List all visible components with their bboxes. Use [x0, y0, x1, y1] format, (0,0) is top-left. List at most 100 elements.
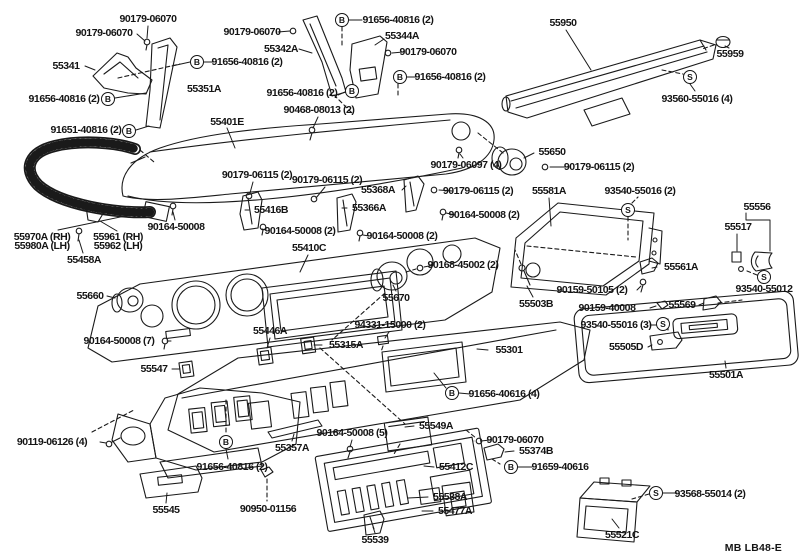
- part-label: 90164-50008: [147, 221, 205, 233]
- part-label: 55539: [361, 534, 389, 546]
- defroster-duct-55950-drawing: [501, 39, 717, 127]
- bracket-55351A-drawing: [145, 37, 178, 129]
- part-label: 55561A: [663, 261, 699, 273]
- cluster-bezel-drawing: [87, 237, 501, 363]
- part-label: 55342A: [263, 43, 299, 55]
- part-label: 93540-55016 (2): [604, 185, 676, 197]
- part-label: 90179-06070: [119, 13, 177, 25]
- part-label: 55970A (RH): [13, 231, 71, 243]
- bracket-55416B-drawing: [239, 191, 267, 236]
- part-label: 55366A: [351, 202, 387, 214]
- clip-55477A-drawing: [441, 481, 475, 517]
- assembly-dash: [393, 443, 401, 455]
- part-label: 55301: [495, 344, 523, 356]
- part-label: 55517: [724, 221, 752, 233]
- leader-lines: [57, 19, 771, 534]
- heater-knob-55650-drawing: [455, 146, 549, 176]
- assembly-dash: [746, 270, 758, 276]
- screw-fastener-badge: S: [757, 270, 771, 284]
- part-label: 90179-06115 (2): [563, 161, 635, 173]
- bracket-55366A-drawing: [310, 193, 364, 242]
- assembly-dash: [319, 347, 406, 425]
- part-label: 91656-40816 (2): [211, 56, 283, 68]
- part-label: 55670: [382, 292, 410, 304]
- screw-fastener-badge: S: [683, 70, 697, 84]
- screw-fastener-badge: S: [656, 317, 670, 331]
- part-label: 90179-06070: [486, 434, 544, 446]
- part-label: 91656-40816 (2): [28, 93, 100, 105]
- knob-55660-drawing: [111, 287, 144, 313]
- bolt-fastener-badge: B: [335, 13, 349, 27]
- assembly-dash: [631, 493, 650, 500]
- part-label: 90164-50008 (2): [448, 209, 520, 221]
- glovebox-door-55501A-drawing: [573, 290, 799, 384]
- bolt-fastener-badge: B: [190, 55, 204, 69]
- part-label: 55950: [549, 17, 577, 29]
- part-label: 91656-40616 (4): [468, 388, 540, 400]
- assembly-dash: [661, 69, 684, 75]
- assembly-dash: [477, 132, 504, 154]
- part-label: 55458A: [66, 254, 102, 266]
- part-label: 93540-55012: [735, 283, 793, 295]
- part-label: 90179-06070: [75, 27, 133, 39]
- part-label: 90168-45002 (2): [427, 259, 499, 271]
- part-label: 55501A: [708, 369, 744, 381]
- part-label: 90179-06097 (4): [430, 159, 502, 171]
- part-label: 55477A: [437, 505, 473, 517]
- part-label: 90179-06115 (2): [221, 169, 293, 181]
- screw-fastener-badge: S: [649, 486, 663, 500]
- part-label: 90179-06115 (2): [291, 174, 363, 186]
- screw-55503B-drawing: [514, 249, 531, 286]
- part-label: 55547: [140, 363, 168, 375]
- bracket-55344A-drawing: [349, 35, 392, 99]
- heater-control-55412C-drawing: [314, 427, 492, 532]
- part-label: 55351A: [186, 83, 222, 95]
- part-label: 93568-55014 (2): [674, 488, 746, 500]
- clip-94331-drawing: [376, 334, 390, 353]
- part-label: 90179-06070: [223, 26, 281, 38]
- bolt-fastener-badge: B: [101, 92, 115, 106]
- part-label: 55980A (LH): [14, 240, 70, 252]
- screw-90159-50105-drawing: [639, 278, 647, 293]
- part-label: 55315A: [328, 339, 364, 351]
- part-label: 91651-40816 (2): [50, 124, 122, 136]
- part-label: 55545: [152, 504, 180, 516]
- part-label: 55961 (RH): [93, 231, 143, 243]
- part-label: 55368A: [360, 184, 396, 196]
- page-code: MB LB48-E: [724, 542, 782, 554]
- part-label: 90179-06115 (2): [442, 185, 514, 197]
- knob-55670-drawing: [331, 261, 424, 341]
- clip-55517-drawing: [731, 251, 742, 263]
- part-label: 91659-40616: [531, 461, 589, 473]
- part-label: 55521C: [604, 529, 640, 541]
- part-label: 55401E: [210, 116, 244, 128]
- part-label: 55344A: [384, 30, 420, 42]
- part-label: 90164-50008 (2): [366, 230, 438, 242]
- part-label: 90164-50008 (2): [264, 225, 336, 237]
- part-label: 91656-40816 (2): [414, 71, 486, 83]
- part-label: 90468-08013 (2): [283, 104, 355, 116]
- bracket-55341-drawing: [92, 38, 153, 95]
- clip-55547-drawing: [178, 360, 195, 379]
- screw-55458A-drawing: [75, 227, 83, 242]
- part-label: 91656-40816 (2): [196, 461, 268, 473]
- assembly-dash: [117, 63, 181, 79]
- bolt-fastener-badge: B: [219, 435, 233, 449]
- part-label: 90159-40008: [578, 302, 636, 314]
- bracket-55961-drawing: [85, 202, 113, 223]
- part-label: 55505D: [608, 341, 644, 353]
- part-label: 55538A: [432, 491, 468, 503]
- part-label: 55357A: [274, 442, 310, 454]
- part-label: 55410C: [291, 242, 327, 254]
- part-label: 55581A: [531, 185, 567, 197]
- console-box-55521C-drawing: [576, 477, 651, 543]
- part-label: 55374B: [518, 445, 554, 457]
- screw-90119-drawing: [91, 409, 135, 448]
- part-label: 55416B: [253, 204, 289, 216]
- bracket-55368A-drawing: [403, 175, 447, 221]
- part-label: 94331-15000 (2): [354, 319, 426, 331]
- part-label: 55650: [538, 146, 566, 158]
- part-label: 93560-55016 (4): [661, 93, 733, 105]
